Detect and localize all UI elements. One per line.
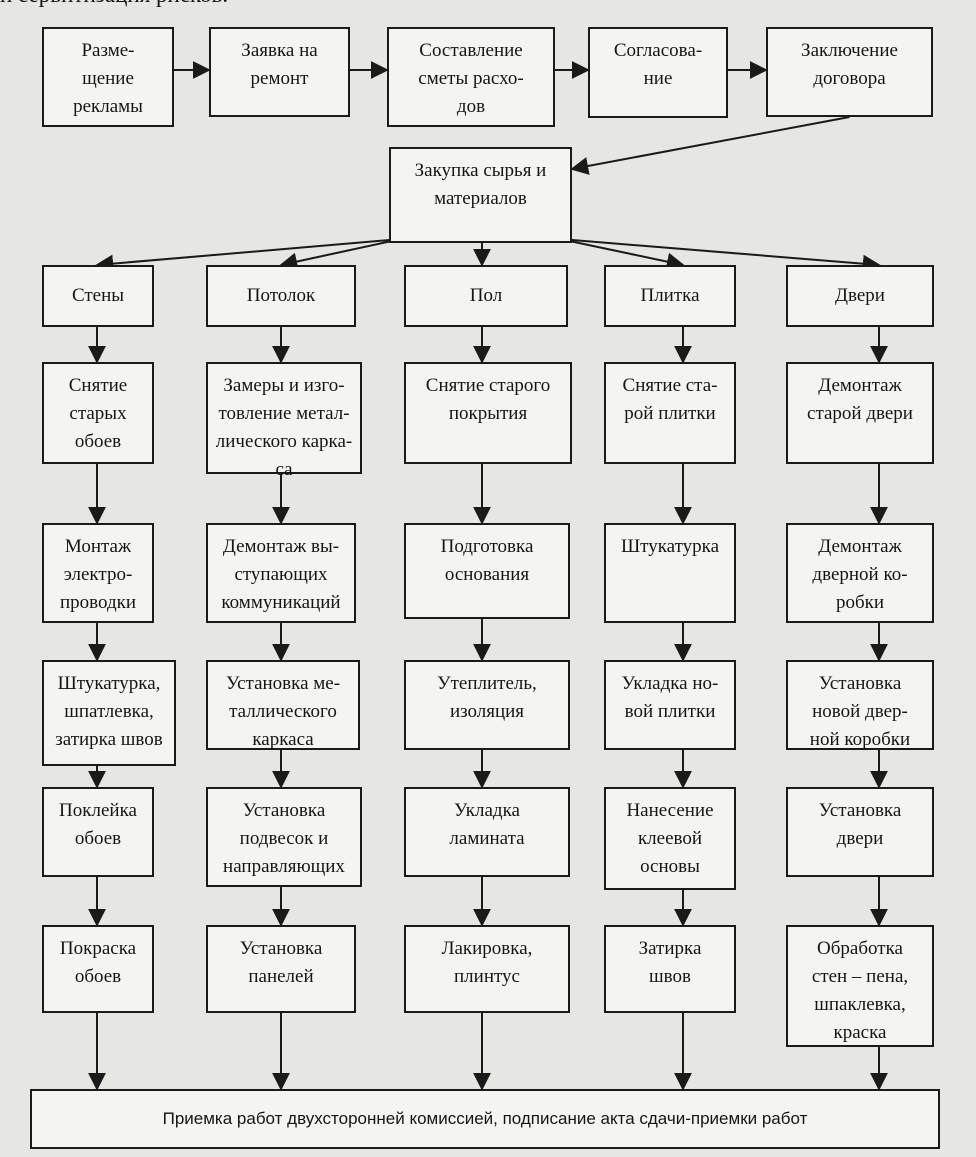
node-tile: Плитка [604,265,736,327]
arrow-purchase-to-tile [559,238,685,271]
node-ceiling-2: Демонтаж вы- ступающих коммуникаций [206,523,356,623]
node-request: Заявка на ремонт [209,27,350,117]
node-doors: Двери [786,265,934,327]
node-doors-2: Демонтаж дверной ко- робки [786,523,934,623]
node-doors-1: Демонтаж старой двери [786,362,934,464]
node-ceiling-5: Установка панелей [206,925,356,1013]
node-walls-1: Снятие старых обоев [42,362,154,464]
node-floor-5: Лакировка, плинтус [404,925,570,1013]
node-walls-4: Поклейка обоев [42,787,154,877]
arrow-purchase-to-walls [95,238,402,273]
node-tile-3: Укладка но- вой плитки [604,660,736,750]
node-floor-3: Утеплитель, изоляция [404,660,570,750]
node-floor-4: Укладка ламината [404,787,570,877]
node-walls: Стены [42,265,154,327]
node-doors-5: Обработка стен – пена, шпаклевка, краска [786,925,934,1047]
node-floor-1: Снятие старого покрытия [404,362,572,464]
node-floor: Пол [404,265,568,327]
arrow-purchase-to-doors [559,238,881,273]
node-final: Приемка работ двухсторонней комиссией, п… [30,1089,940,1149]
node-tile-4: Нанесение клеевой основы [604,787,736,890]
node-doors-4: Установка двери [786,787,934,877]
node-approval: Согласова- ние [588,27,728,118]
arrow-purchase-to-ceiling [279,238,402,271]
node-tile-5: Затирка швов [604,925,736,1013]
node-doors-3: Установка новой двер- ной коробки [786,660,934,750]
node-contract: Заключение договора [766,27,933,117]
node-tile-1: Снятие ста- рой плитки [604,362,736,464]
node-ceiling-3: Установка ме- таллического каркаса [206,660,360,750]
node-ceiling: Потолок [206,265,356,327]
node-purchase: Закупка сырья и материалов [389,147,572,243]
header-text: и сервитизация рисков. [0,0,500,10]
node-estimate: Составление сметы расхо- дов [387,27,555,127]
node-tile-2: Штукатурка [604,523,736,623]
node-ads: Разме- щение рекламы [42,27,174,127]
node-walls-5: Покраска обоев [42,925,154,1013]
node-floor-2: Подготовка основания [404,523,570,619]
node-walls-2: Монтаж электро- проводки [42,523,154,623]
node-ceiling-4: Установка подвесок и направляющих [206,787,362,887]
node-ceiling-1: Замеры и изго- товление метал- лического… [206,362,362,480]
node-walls-3: Штукатурка, шпатлевка, затирка швов [42,660,176,766]
arrow-contract-to-purchase [570,116,850,175]
